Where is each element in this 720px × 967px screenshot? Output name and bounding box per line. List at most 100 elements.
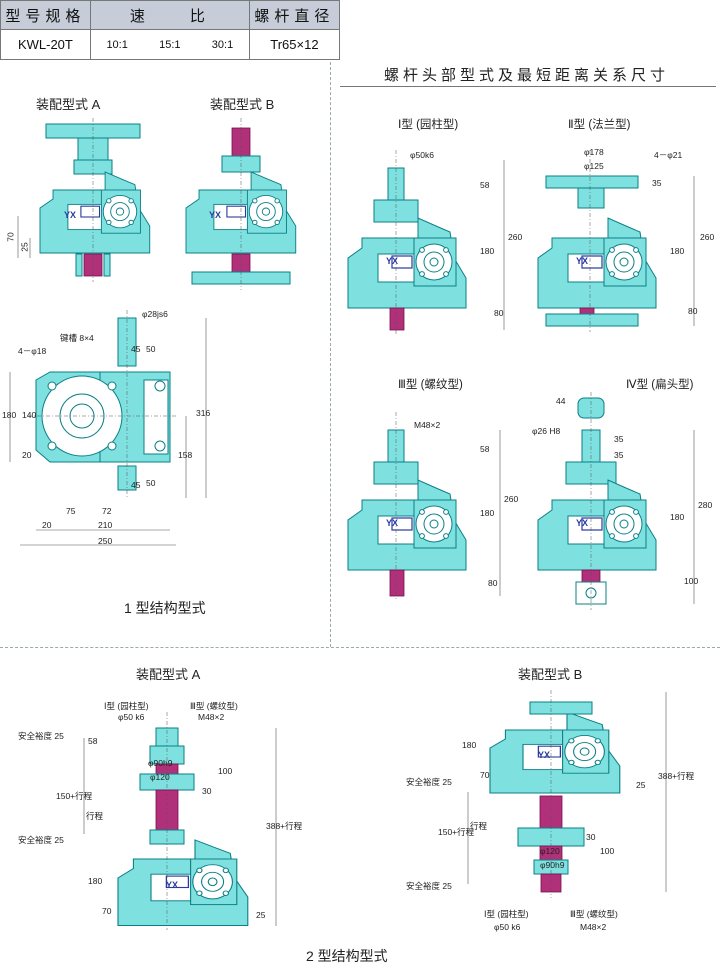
dim-label: 25 (636, 780, 646, 790)
dim-label: 35 (614, 434, 624, 444)
title-underline (340, 86, 716, 87)
stroke-label: 150+行程 (56, 791, 93, 801)
yx-badge: YX (576, 518, 589, 528)
type1-label: Ⅰ型 (园柱型) (484, 909, 529, 919)
dim-label: 70 (5, 232, 16, 242)
ratio-value: 15:1 (159, 38, 181, 51)
dim-label: 70 (480, 770, 490, 780)
dim-label: 58 (88, 736, 98, 746)
dim-label: 100 (600, 846, 615, 856)
yx-badge: YX (209, 210, 222, 220)
type2-assembly-a-drawing (83, 712, 277, 930)
dim-label: 80 (494, 308, 504, 318)
dim-label: 80 (488, 578, 498, 588)
dim-label: 140 (22, 410, 37, 420)
type2-assembly-b-title: 装配型式 B (518, 667, 583, 682)
spec-table-value-row: KWL-20T 10:1 15:1 30:1 Tr65×12 (0, 29, 341, 60)
dim-label: 30 (202, 786, 212, 796)
total-length-label: 388+行程 (658, 771, 695, 781)
dim-label: 260 (504, 494, 519, 504)
head-type2-drawing (537, 150, 695, 332)
type1-dia: φ50 k6 (118, 712, 145, 722)
dim-label: 80 (688, 306, 698, 316)
assembly-b-title: 装配型式 B (210, 97, 275, 112)
dim-label: φ120 (150, 772, 170, 782)
keyway-label: 键槽 8×4 (60, 333, 94, 343)
dim-label: 30 (586, 832, 596, 842)
model-header: 型号规格 (0, 0, 91, 30)
dim-label: 20 (22, 450, 32, 460)
dim-label: 100 (218, 766, 233, 776)
dim-label: 180 (480, 508, 495, 518)
yx-badge: YX (386, 518, 399, 528)
type3-thread: M48×2 (414, 420, 441, 430)
screw-value: Tr65×12 (248, 29, 341, 60)
dim-label: 180 (2, 410, 17, 420)
type2-d125: φ125 (584, 161, 604, 171)
dim-label: 75 (66, 506, 76, 516)
ratio-value: 30:1 (211, 38, 234, 51)
total-length-label: 388+行程 (266, 821, 303, 831)
safety-margin-label: 安全裕度 25 (406, 777, 452, 787)
type2-caption: 2 型结构型式 (306, 948, 388, 964)
dim-label: 58 (480, 180, 490, 190)
yx-badge: YX (538, 750, 551, 760)
dim-label: 70 (102, 906, 112, 916)
dim-label: 72 (102, 506, 112, 516)
dim-label: 44 (556, 396, 566, 406)
assembly-a-title: 装配型式 A (36, 97, 101, 112)
dim-label: 20 (42, 520, 52, 530)
dim-label: 25 (19, 242, 30, 252)
type1-caption: 1 型结构型式 (124, 600, 206, 616)
type3-thread: M48×2 (580, 922, 607, 932)
type2-name: Ⅱ型 (法兰型) (568, 119, 631, 131)
type4-name: Ⅳ型 (扁头型) (626, 379, 694, 391)
dim-label: 180 (88, 876, 103, 886)
dim-label: 180 (462, 740, 477, 750)
stroke-label: 150+行程 (438, 827, 475, 837)
section-divider-vertical (330, 62, 331, 647)
dim-label: 280 (698, 500, 713, 510)
safety-margin-label: 安全裕度 25 (18, 835, 64, 845)
dim-label: 50 (146, 344, 156, 354)
dim-label: φ120 (540, 846, 560, 856)
dim-label: 158 (178, 450, 193, 460)
dim-label: 50 (146, 478, 156, 488)
yx-badge: YX (166, 880, 179, 890)
assembly-b-drawing (185, 118, 297, 290)
safety-margin-label: 安全裕度 25 (406, 881, 452, 891)
spec-table: 型号规格 速 比 螺杆直径 KWL-20T 10:1 15:1 30:1 Tr6… (0, 0, 341, 60)
dim-label: 45 (131, 344, 141, 354)
holes-label: 4－φ18 (18, 346, 47, 356)
spec-table-header-row: 型号规格 速 比 螺杆直径 (0, 0, 341, 30)
dim-label: 35 (652, 178, 662, 188)
ratio-values: 10:1 15:1 30:1 (89, 29, 250, 60)
dim-label: 316 (196, 408, 211, 418)
dim-label: 250 (98, 536, 113, 546)
dim-label: 58 (480, 444, 490, 454)
ratio-value: 10:1 (106, 38, 128, 51)
dim-label: 100 (684, 576, 699, 586)
type1-label: Ⅰ型 (园柱型) (104, 701, 149, 711)
travel-label: 行程 (86, 811, 104, 821)
head-type3-drawing (347, 412, 501, 600)
type3-label: Ⅲ型 (螺纹型) (190, 701, 238, 711)
type3-label: Ⅲ型 (螺纹型) (570, 909, 618, 919)
type1-dia: φ50 k6 (494, 922, 521, 932)
dim-label: 210 (98, 520, 113, 530)
dim-label: 35 (614, 450, 624, 460)
assembly-a-drawing (17, 118, 151, 282)
head-type4-drawing (537, 392, 695, 610)
section-divider-horizontal (0, 647, 720, 648)
type3-name: Ⅲ型 (螺纹型) (398, 379, 463, 391)
type2-d178: φ178 (584, 147, 604, 157)
yx-badge: YX (386, 256, 399, 266)
type2-assembly-b-drawing (467, 690, 667, 898)
type4-dia: φ26 H8 (532, 426, 561, 436)
type1-name: Ⅰ型 (园柱型) (398, 119, 459, 131)
type1-plan-drawing (9, 310, 207, 546)
dim-label: 260 (700, 232, 715, 242)
head-types-title: 螺杆头部型式及最短距离关系尺寸 (384, 67, 670, 84)
dim-label: φ90h9 (540, 860, 565, 870)
